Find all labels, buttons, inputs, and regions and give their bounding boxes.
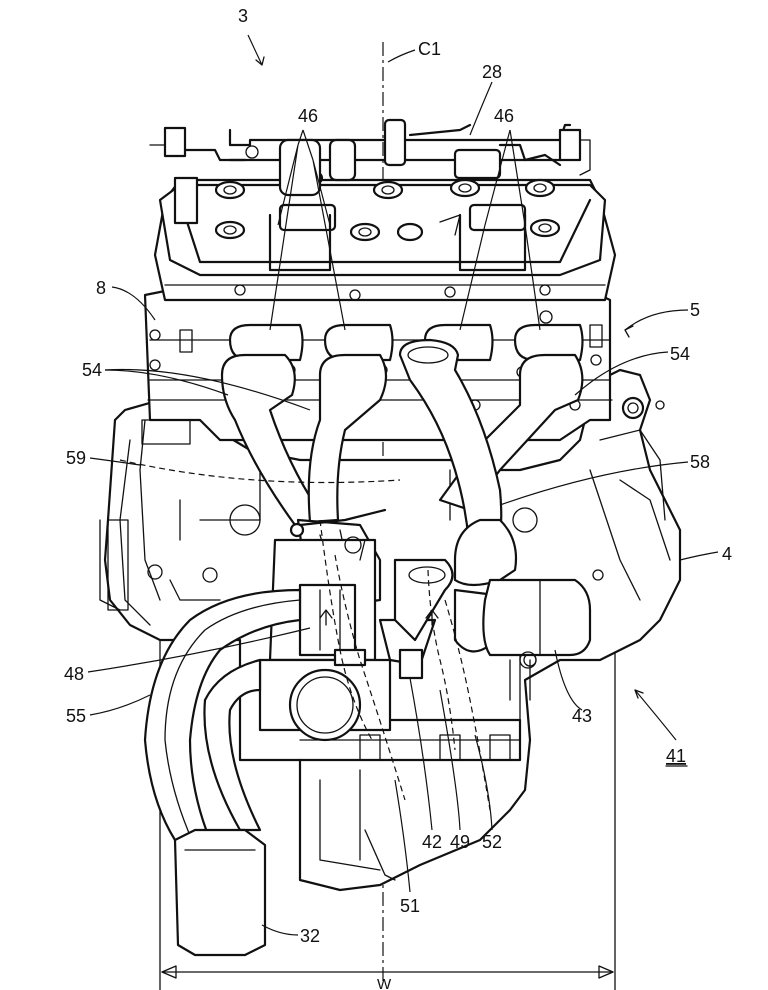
label-42: 42	[422, 832, 442, 852]
leader-lines	[87, 34, 719, 936]
label-5: 5	[690, 300, 700, 320]
cylinder-head-cover	[158, 168, 607, 277]
label-43: 43	[572, 706, 592, 726]
internal-passages	[119, 459, 491, 811]
label-w: W	[377, 976, 392, 990]
label-8: 8	[96, 278, 106, 298]
label-58: 58	[690, 452, 710, 472]
oil-filter	[258, 648, 392, 742]
intake-assembly	[268, 508, 454, 680]
label-51: 51	[400, 896, 420, 916]
label-46-right: 46	[494, 106, 514, 126]
top-fittings	[149, 118, 591, 225]
label-28: 28	[482, 62, 502, 82]
label-48: 48	[64, 664, 84, 684]
label-41: 41	[666, 746, 686, 766]
label-54-right: 54	[670, 344, 690, 364]
label-c1: C1	[418, 39, 441, 59]
label-54-left: 54	[82, 360, 102, 380]
label-55: 55	[66, 706, 86, 726]
muffler	[173, 828, 267, 957]
reference-labels: 3 C1 28 46 46 8 5 54 54 59 58 4 48 55 43…	[64, 6, 732, 990]
label-46-left: 46	[298, 106, 318, 126]
label-3: 3	[238, 6, 248, 26]
label-59: 59	[66, 448, 86, 468]
label-4: 4	[722, 544, 732, 564]
label-49: 49	[450, 832, 470, 852]
exhaust-chamber	[482, 578, 592, 669]
label-32: 32	[300, 926, 320, 946]
label-52: 52	[482, 832, 502, 852]
